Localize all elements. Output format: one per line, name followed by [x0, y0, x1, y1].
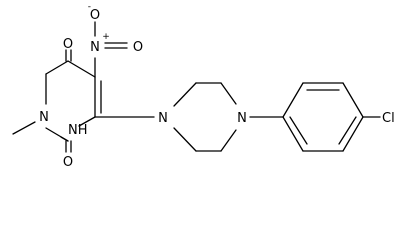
structure-svg: O - N + O O N NH O N N Cl: [12, 2, 395, 170]
atom-n3: N: [39, 110, 49, 125]
bond-ph-6: [282, 116, 304, 152]
bond-c4-n3-link: [45, 60, 69, 75]
bond-ph-1: [282, 82, 304, 118]
atom-nitro-o: O: [133, 40, 143, 55]
atom-nitro-n: N: [90, 40, 100, 55]
bond-c4-c5: [67, 60, 96, 78]
bond-ph-4-inner: [338, 116, 357, 145]
atom-pip-n4: N: [237, 111, 247, 126]
atom-n1h: NH: [68, 123, 88, 138]
molecule-diagram: O - N + O O N NH O N N Cl: [12, 2, 395, 170]
bond-pip-3: [220, 82, 237, 105]
charge-plus: +: [102, 32, 110, 42]
bond-c6-n1: [78, 116, 96, 127]
atom-cl: Cl: [382, 111, 395, 126]
bond-ph-6-inner: [289, 116, 308, 145]
bond-n3-methyl: [12, 121, 36, 135]
atom-o-minus: O: [90, 8, 100, 23]
bond-pip-6: [173, 127, 197, 152]
atom-c4-o: O: [63, 37, 73, 52]
atom-pip-n1: N: [158, 111, 168, 126]
bond-ph-3: [342, 82, 364, 118]
bond-c2-n3: [45, 127, 69, 142]
bond-pip-4: [220, 129, 237, 152]
atom-c2-o: O: [63, 155, 73, 170]
bond-pip-1: [173, 82, 197, 107]
bond-ph-4: [342, 116, 364, 152]
charge-minus: -: [88, 2, 91, 12]
